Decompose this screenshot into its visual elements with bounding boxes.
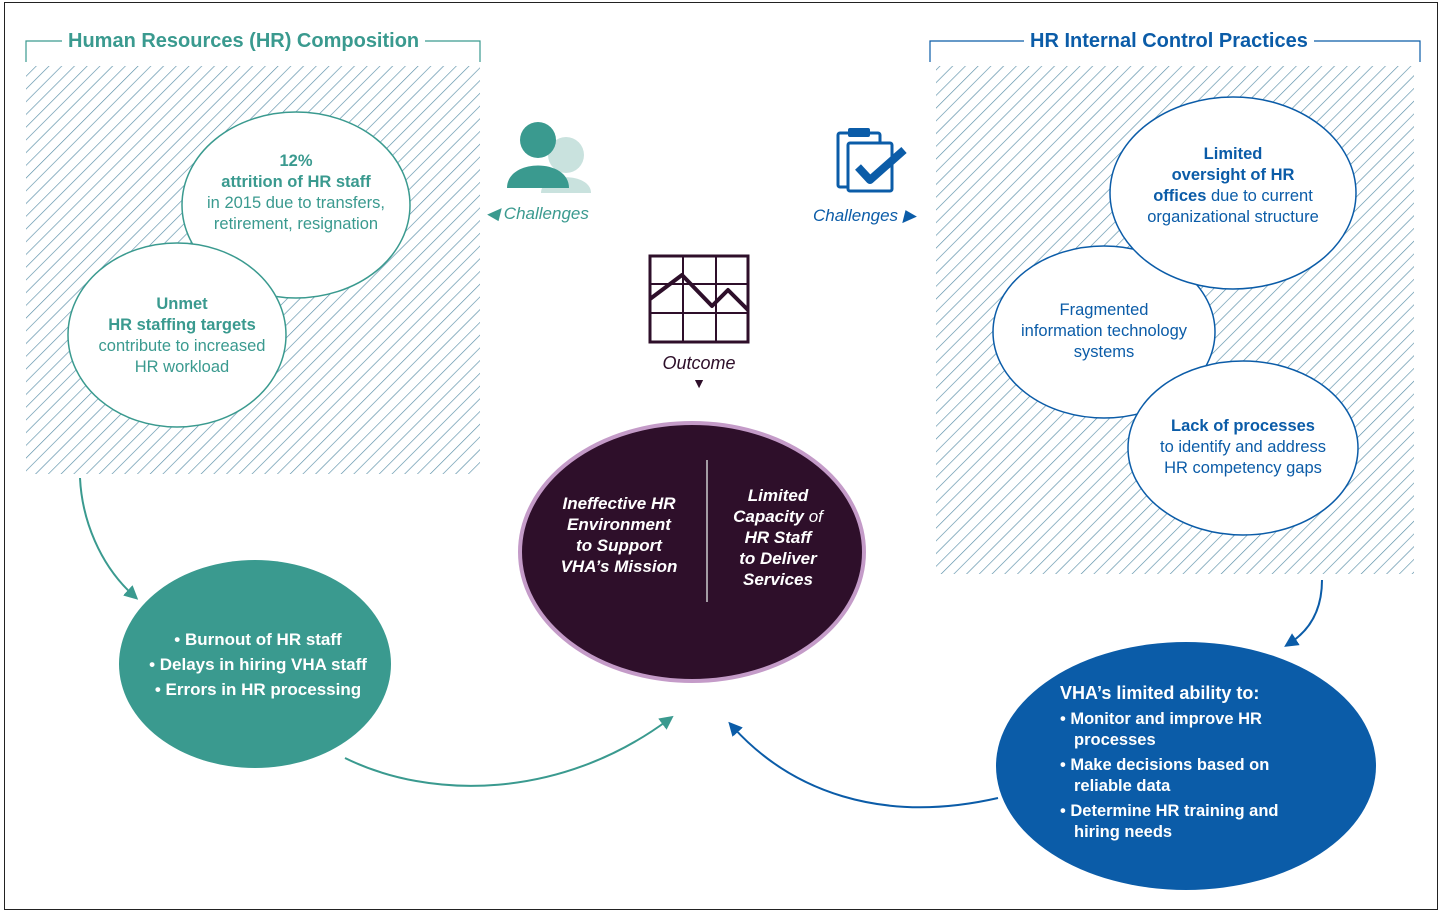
outcome-arrow: ▼	[692, 375, 706, 391]
outcome-left-line-2: Environment	[567, 515, 671, 534]
outcome-right-column: Limited Capacity of HR Staff to Deliver …	[716, 485, 840, 590]
arrow-right-panel-to-blue	[1284, 579, 1323, 647]
outcome-left-line-1: Ineffective HR	[562, 494, 676, 513]
outcome-capacity: Capacity	[733, 507, 804, 526]
it-line3: systems	[1073, 343, 1135, 361]
bubble-oversight	[1109, 96, 1357, 290]
outcome-label: Outcome	[662, 353, 736, 373]
blue-effect-decisions: • Make decisions based on reliable data	[1060, 755, 1330, 797]
attrition-headline: attrition of HR staff	[221, 173, 371, 191]
outcome-left-line-4: VHA’s Mission	[560, 557, 678, 576]
outcome-right-line-1: Limited	[747, 486, 809, 505]
outcome-right-line-2: Capacity of	[716, 506, 840, 527]
processes-headline: Lack of processes	[1171, 417, 1315, 435]
right-challenges-label: Challenges ▶	[813, 206, 916, 225]
teal-effects-list: • Burnout of HR staff • Delays in hiring…	[128, 627, 388, 702]
figure-frame	[4, 2, 1438, 910]
blue-effects-circle	[996, 642, 1376, 890]
attrition-detail-1: in 2015 due to transfers,	[207, 194, 385, 212]
attrition-percent: 12%	[279, 152, 313, 170]
outcome-left-column: Ineffective HR Environment to Support VH…	[540, 493, 698, 577]
bubble-it-text: Fragmented information technology system…	[994, 300, 1214, 363]
blue-effect-monitor: • Monitor and improve HR processes	[1060, 709, 1330, 751]
teal-effect-delays: • Delays in hiring VHA staff	[149, 655, 367, 674]
outcome-ellipse	[518, 421, 866, 683]
teal-effect-errors: • Errors in HR processing	[154, 680, 362, 699]
attrition-detail-2: retirement, resignation	[213, 215, 379, 233]
staffing-detail-2: HR workload	[134, 358, 230, 376]
oversight-offices: offices	[1153, 187, 1207, 205]
arrow-left-panel-to-teal	[79, 477, 139, 600]
arrow-teal-to-outcome	[344, 715, 674, 787]
bubble-processes-text: Lack of processes to identify and addres…	[1133, 416, 1353, 479]
blue-effect-monitor-1: • Monitor and improve HR	[1060, 710, 1262, 728]
blue-effects-heading: VHA’s limited ability to:	[1060, 683, 1260, 703]
outcome-right-line-5: Services	[743, 570, 813, 589]
staffing-headline: HR staffing targets	[108, 316, 256, 334]
blue-effect-training-2: hiring needs	[1074, 823, 1173, 841]
teal-effects-circle	[119, 560, 391, 768]
line-chart-icon	[648, 254, 750, 344]
staffing-unmet: Unmet	[156, 295, 208, 313]
blue-effect-monitor-2: processes	[1074, 731, 1156, 749]
bubble-staffing-text: Unmet HR staffing targets contribute to …	[72, 294, 292, 378]
bubble-it-systems	[992, 245, 1216, 419]
staffing-detail-1: contribute to increased	[98, 337, 266, 355]
left-challenges-label: ◀ Challenges	[486, 204, 589, 223]
oversight-line3: offices due to current	[1118, 186, 1348, 207]
bubble-oversight-text: Limited oversight of HR offices due to c…	[1118, 144, 1348, 228]
oversight-due: due to current	[1206, 187, 1313, 205]
processes-line3: HR competency gaps	[1164, 459, 1322, 477]
bubble-processes	[1127, 360, 1359, 536]
blue-effect-training-1: • Determine HR training and	[1060, 802, 1279, 820]
blue-effect-decisions-1: • Make decisions based on	[1060, 756, 1270, 774]
blue-effects-list: • Monitor and improve HR processes • Mak…	[1060, 709, 1330, 843]
it-line2: information technology	[1020, 322, 1187, 340]
outcome-right-line-3: HR Staff	[744, 528, 812, 547]
bubble-attrition	[181, 111, 411, 299]
bubble-attrition-text: 12% attrition of HR staff in 2015 due to…	[186, 151, 406, 235]
blue-effect-training: • Determine HR training and hiring needs	[1060, 801, 1330, 843]
outcome-of: of	[803, 507, 823, 526]
left-panel-title: Human Resources (HR) Composition	[62, 30, 426, 53]
oversight-structure: organizational structure	[1147, 208, 1319, 226]
people-icon	[507, 122, 591, 193]
blue-effect-decisions-2: reliable data	[1074, 777, 1171, 795]
clipboard-check-icon	[836, 128, 907, 193]
oversight-limited: Limited	[1203, 145, 1263, 163]
outcome-right-line-4: to Deliver	[739, 549, 817, 568]
arrow-blue-to-outcome	[728, 721, 999, 809]
right-panel-title: HR Internal Control Practices	[1024, 30, 1314, 53]
it-line1: Fragmented	[1059, 301, 1149, 319]
teal-effect-burnout: • Burnout of HR staff	[174, 630, 342, 649]
oversight-headline: oversight of HR	[1171, 166, 1295, 184]
bubble-staffing	[67, 242, 287, 428]
processes-line2: to identify and address	[1159, 438, 1327, 456]
outcome-left-line-3: to Support	[576, 536, 662, 555]
